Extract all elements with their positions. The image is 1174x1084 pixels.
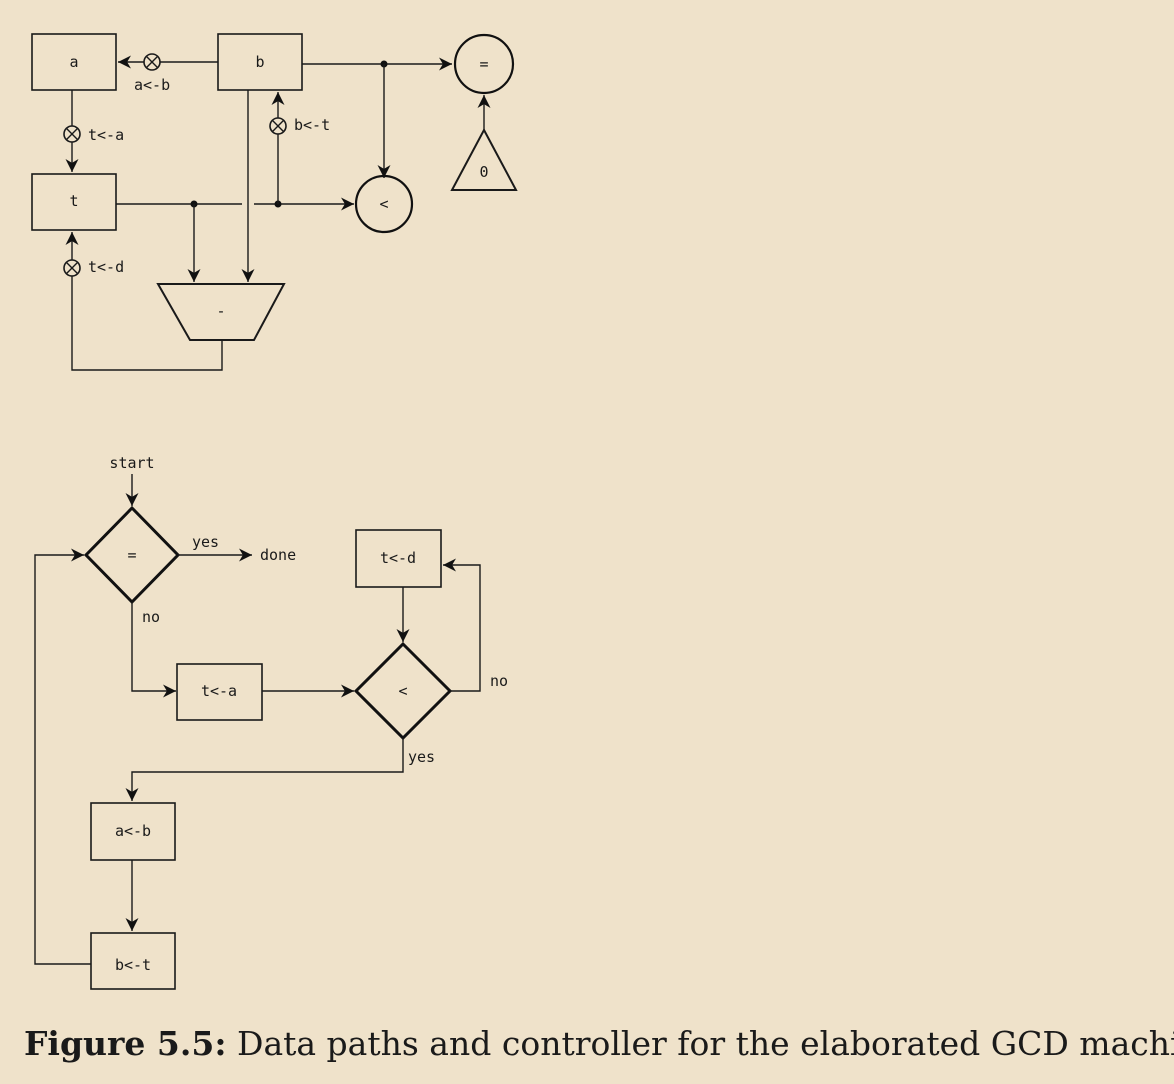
- op-subtract-label: -: [216, 302, 225, 320]
- test-equal-label: =: [127, 546, 136, 564]
- wire-a-to-t: t<-a: [63, 90, 124, 172]
- no-less-label: no: [490, 672, 508, 690]
- button-icon: [63, 125, 81, 143]
- figure-caption: Figure 5.5: Data paths and controller fo…: [24, 1024, 1174, 1063]
- register-a: a: [31, 33, 117, 91]
- step-a-from-b-label: a<-b: [115, 822, 151, 840]
- wire-d-to-t: t<-d: [63, 232, 223, 371]
- register-b: b: [217, 33, 303, 91]
- button-t-from-d-label: t<-d: [88, 258, 124, 276]
- register-b-label: b: [255, 53, 264, 71]
- gcd-diagram: a b t a<-b: [31, 33, 518, 990]
- step-b-from-t-label: b<-t: [115, 956, 151, 974]
- no-equal-label: no: [142, 608, 160, 626]
- constant-zero-label: 0: [479, 163, 488, 181]
- yes-less-label: yes: [408, 748, 435, 766]
- test-equal-diamond: =: [83, 505, 181, 605]
- start-label: start: [109, 454, 154, 472]
- op-equal: =: [453, 33, 515, 95]
- constant-zero: 0: [450, 95, 518, 191]
- step-t-from-a-label: t<-a: [201, 682, 237, 700]
- wire-t-out: b<-t: [116, 92, 354, 282]
- button-b-from-t-label: b<-t: [294, 116, 330, 134]
- op-less: <: [354, 174, 414, 234]
- step-b-from-t: b<-t: [90, 932, 176, 990]
- wire-b-to-a: a<-b: [118, 53, 218, 94]
- step-a-from-b: a<-b: [90, 802, 176, 861]
- test-less-diamond: <: [353, 641, 453, 741]
- data-paths: a b t a<-b: [31, 33, 518, 371]
- op-subtract: -: [156, 283, 286, 341]
- op-less-label: <: [379, 195, 388, 213]
- caption-label: Figure 5.5:: [24, 1024, 227, 1063]
- controller: start = yes done no t<-a < no t<-d: [34, 454, 508, 990]
- caption-text: Data paths and controller for the elabor…: [237, 1024, 1174, 1063]
- done-label: done: [260, 546, 296, 564]
- step-t-from-d-label: t<-d: [380, 549, 416, 567]
- button-icon: [143, 53, 161, 71]
- step-t-from-a: t<-a: [176, 663, 263, 721]
- button-icon: [63, 259, 81, 277]
- register-t-label: t: [69, 192, 78, 210]
- test-less-label: <: [398, 682, 407, 700]
- yes-equal-label: yes: [192, 533, 219, 551]
- register-t: t: [31, 173, 117, 231]
- button-t-from-a-label: t<-a: [88, 126, 124, 144]
- step-t-from-d: t<-d: [355, 529, 442, 588]
- button-icon: [269, 117, 287, 135]
- wire-b-out: [302, 57, 452, 178]
- register-a-label: a: [69, 53, 78, 71]
- button-a-from-b-label: a<-b: [134, 76, 170, 94]
- op-equal-label: =: [479, 55, 488, 73]
